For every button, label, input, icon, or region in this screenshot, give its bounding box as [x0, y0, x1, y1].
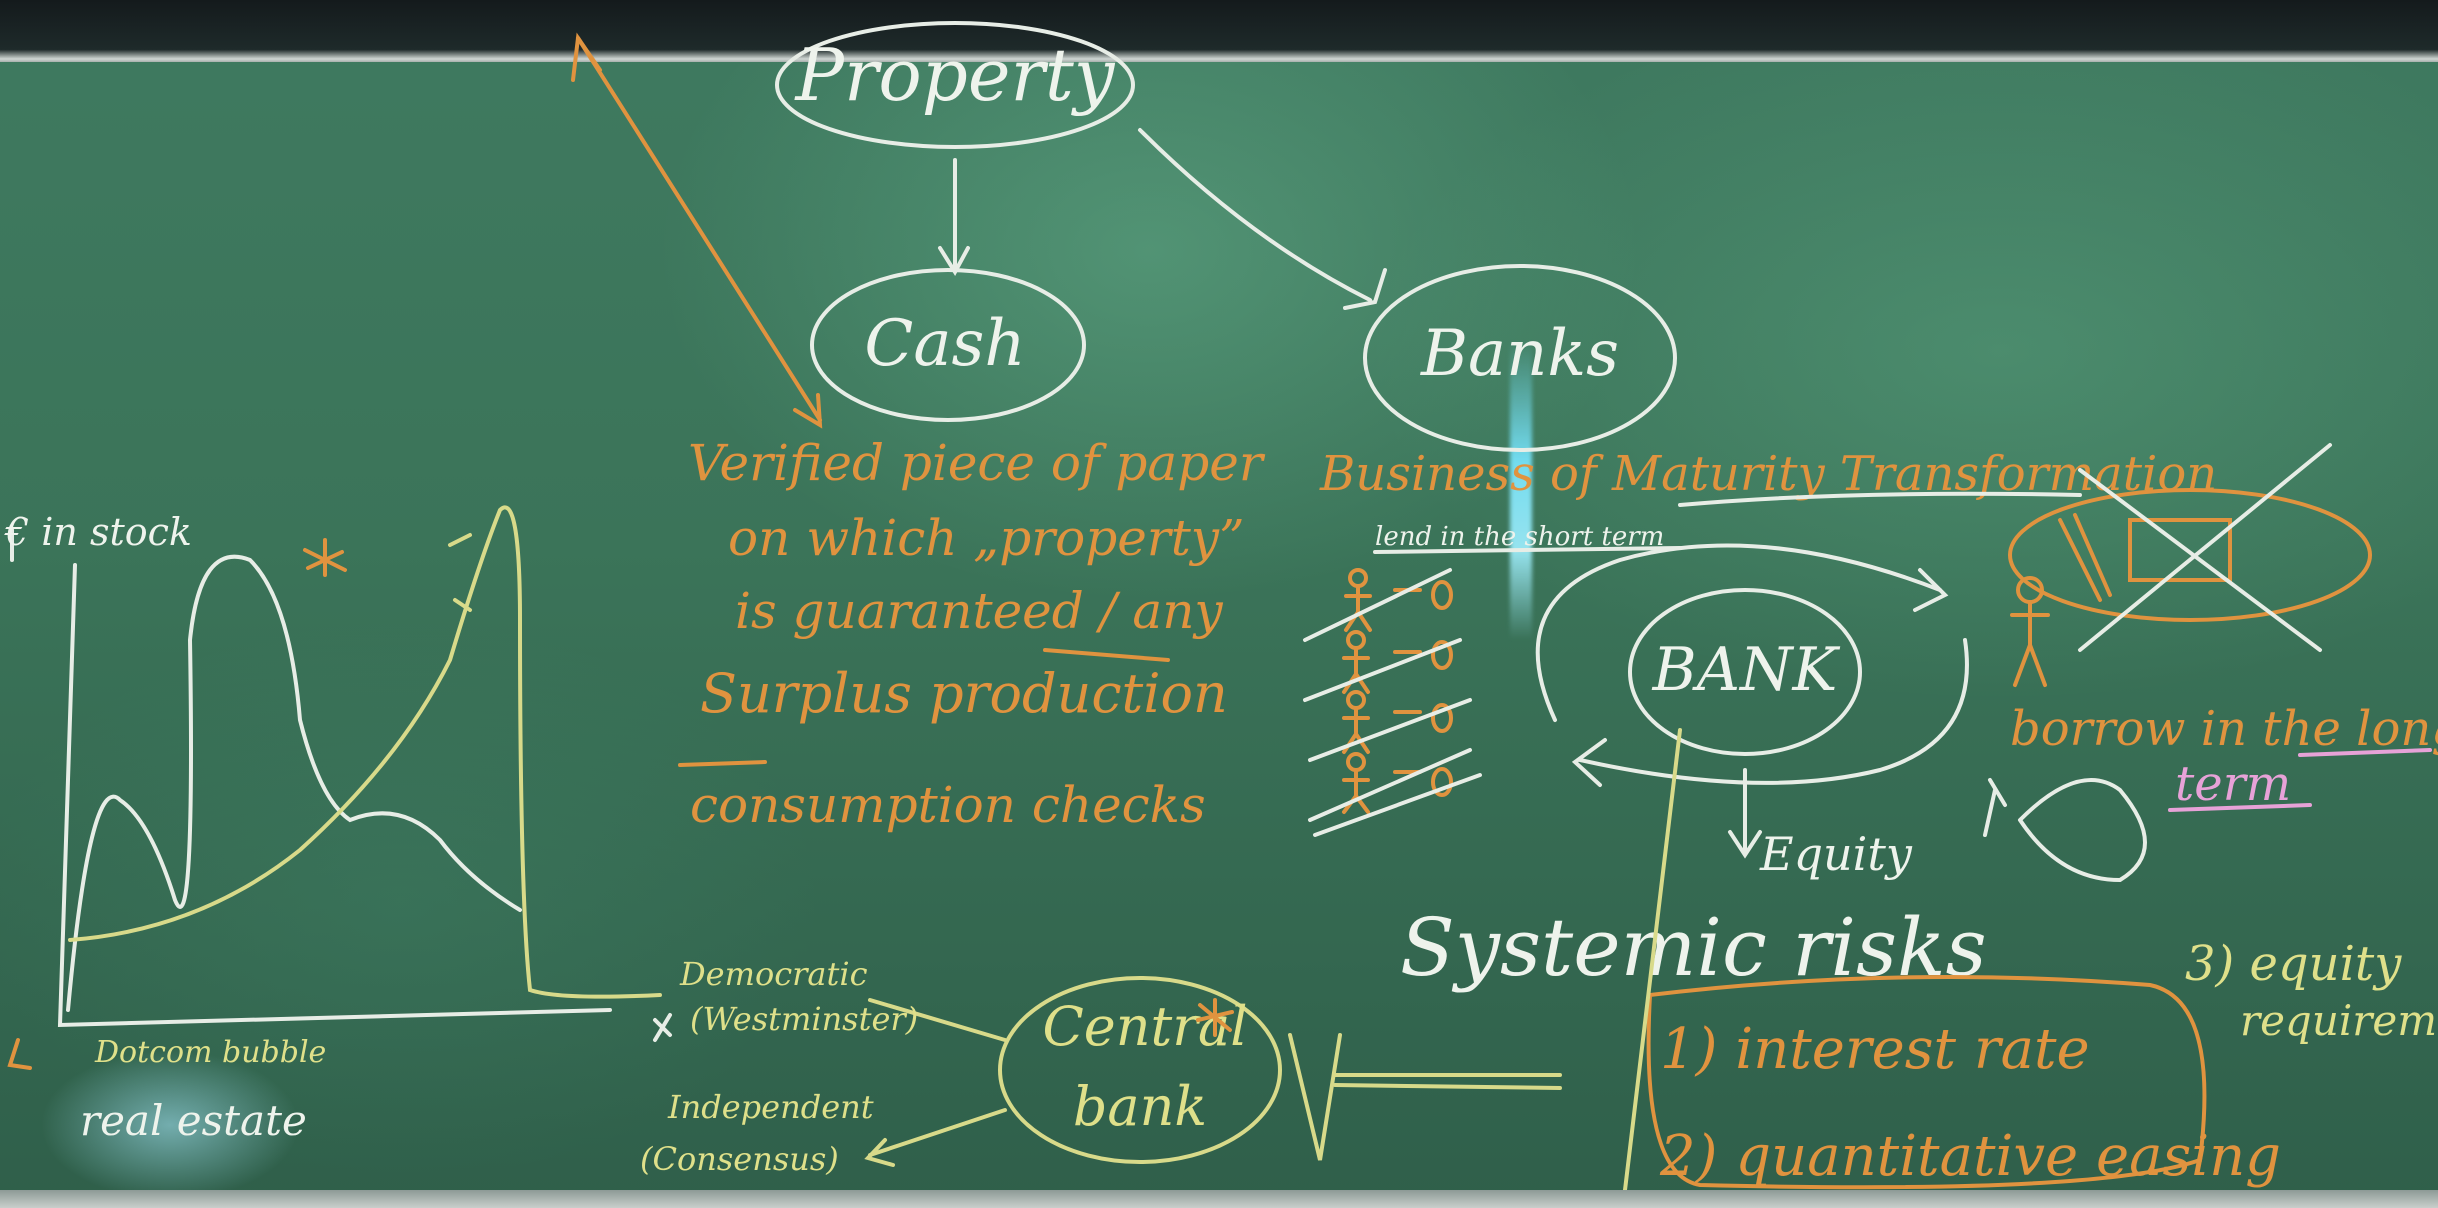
arrowhead-independent: [864, 1138, 895, 1167]
risk-item1: 1) interest rate: [1660, 1017, 2090, 1082]
consumption-dash: [678, 760, 767, 767]
orange-arrowhead-bottom: [793, 393, 823, 429]
lenders-figures: [1303, 568, 1482, 837]
arrow-property-banks: [1138, 128, 1372, 302]
white-figure: [1983, 778, 2007, 837]
central-bank-line2: bank: [1073, 1075, 1207, 1138]
maturity-underline: [1678, 491, 2082, 507]
risks-box: [1646, 975, 2207, 1190]
light-glare: [1510, 340, 1532, 640]
independent-line2: (Consensus): [640, 1140, 839, 1178]
long-underline: [2298, 748, 2432, 757]
cash-note-line4: Surplus production: [700, 662, 1228, 725]
cross-out-lines: [2078, 443, 2332, 652]
maturity-title: Business of Maturity Transformation: [1319, 446, 2217, 502]
democratic-line1: Democratic: [679, 955, 868, 993]
cash-label: Cash: [864, 307, 1025, 381]
yellow-v-mark: [1288, 1033, 1342, 1161]
orange-star-central: [1196, 998, 1234, 1037]
yellow-double-line: [1333, 1073, 1562, 1090]
central-bank-ellipse: [998, 976, 1282, 1164]
real-estate-label: real estate: [80, 1096, 307, 1145]
circular-arrowhead-bottom: [1571, 738, 1607, 787]
underline-any: [1043, 648, 1170, 662]
equity-label: Equity: [1759, 827, 1913, 881]
arrowhead-banks: [1343, 268, 1387, 310]
property-label: Property: [794, 33, 1116, 117]
borrow-line1: borrow in the long: [2010, 701, 2438, 757]
risk-item3a: 3) equity: [2185, 936, 2402, 992]
independent-line1: Independent: [667, 1088, 874, 1126]
borrow-line2: term: [2175, 756, 2291, 812]
arrowhead-equity: [1728, 830, 1762, 859]
orange-sketch: [2058, 513, 2232, 602]
bubble-curve-white: [66, 554, 522, 1012]
cash-note-line2: on which „property”: [728, 509, 1245, 567]
democratic-line2: (Westminster): [690, 1000, 918, 1038]
orange-arrowhead-top: [571, 32, 602, 82]
board-frame-bottom: [0, 1190, 2438, 1208]
yellow-x-marks: [448, 533, 472, 612]
arrow-to-independent: [868, 1108, 1007, 1157]
yellow-line-bank-down: [1623, 728, 1682, 1192]
cash-note-line5: consumption checks: [690, 776, 1206, 834]
bank-label: BANK: [1652, 635, 1841, 705]
banks-label: Banks: [1420, 317, 1619, 391]
orange-figure-body: [2010, 600, 2050, 687]
bank-ellipse: [1628, 588, 1862, 756]
orange-crossed-ellipse: [2008, 488, 2372, 622]
graph-axes: [57, 563, 612, 1028]
property-ellipse: [775, 21, 1135, 149]
arrow-to-democratic: [868, 998, 1007, 1042]
y-axis-label: € in stock: [4, 510, 192, 554]
maturity-subtitle-underline: [1373, 546, 1682, 554]
systemic-title: Systemic risks: [1400, 901, 1987, 994]
white-x-mark: [653, 1013, 672, 1042]
cash-note-line1: Verified piece of paper: [688, 434, 1266, 492]
white-loop: [2018, 778, 2147, 883]
banks-ellipse: [1363, 264, 1677, 452]
risk-item2: 2) quantitative easing: [1659, 1124, 2281, 1189]
orange-corner-arrow: [7, 1038, 32, 1070]
term-underline: [2168, 803, 2312, 812]
cash-note-line3: is guaranteed / any: [735, 582, 1223, 640]
risk-item3b: requirem: [2240, 996, 2437, 1045]
circular-arrowhead-top: [1913, 568, 1949, 612]
bubble-label: Dotcom bubble: [94, 1035, 326, 1070]
orange-arrow-line: [576, 36, 822, 422]
cash-ellipse: [810, 268, 1086, 422]
light-glare-bottom: [40, 1050, 300, 1200]
orange-star-graph: [303, 538, 347, 577]
circular-arrow-top: [1535, 543, 1942, 722]
bubble-curve-yellow: [68, 505, 662, 999]
board-frame-top: [0, 0, 2438, 62]
